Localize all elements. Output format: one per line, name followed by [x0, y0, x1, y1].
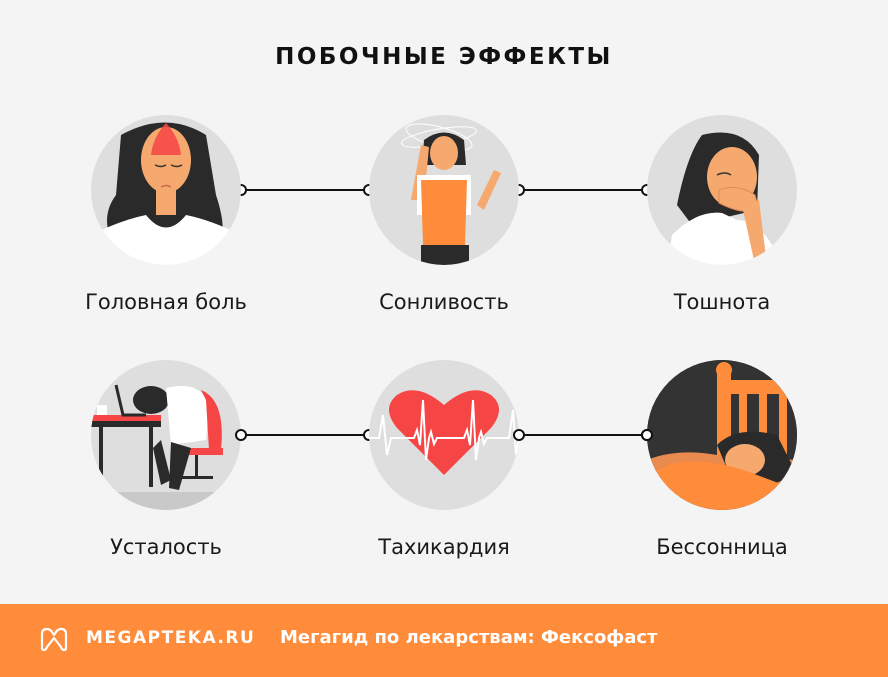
footer-tagline: Мегагид по лекарствам: Фексофаст: [280, 627, 658, 648]
headache-woman-icon: [91, 122, 241, 265]
effect-label-fatigue: Усталость: [110, 535, 222, 559]
tired-woman-desk-icon: [91, 384, 241, 510]
headache-illustration: [91, 115, 241, 265]
heart-pulse-icon: [369, 390, 519, 475]
connector-line: [241, 434, 369, 436]
nausea-woman-icon: [667, 132, 777, 265]
connector-line: [519, 434, 647, 436]
brand-name: MEGAPTEKA.RU: [86, 628, 256, 648]
connector-dot: [513, 429, 525, 441]
effect-label-headache: Головная боль: [85, 290, 247, 314]
effect-label-drowsiness: Сонливость: [379, 290, 509, 314]
fatigue-illustration: [91, 360, 241, 510]
page-title: ПОБОЧНЫЕ ЭФФЕКТЫ: [275, 44, 613, 70]
insomnia-illustration: [647, 360, 797, 510]
effect-label-insomnia: Бессонница: [656, 535, 788, 559]
connector-line: [241, 189, 369, 191]
megapteka-logo-icon: [40, 627, 68, 652]
effect-label-nausea: Тошнота: [673, 290, 771, 314]
effect-label-tachycardia: Тахикардия: [378, 535, 510, 559]
dizzy-woman-icon: [401, 123, 501, 265]
footer-banner: [0, 604, 888, 677]
connector-dot: [235, 429, 247, 441]
tachycardia-illustration: [369, 360, 519, 510]
connector-dot: [641, 429, 653, 441]
drowsiness-illustration: [369, 115, 519, 265]
nausea-illustration: [647, 115, 797, 265]
connector-line: [519, 189, 647, 191]
sleepless-woman-bed-icon: [647, 360, 797, 510]
